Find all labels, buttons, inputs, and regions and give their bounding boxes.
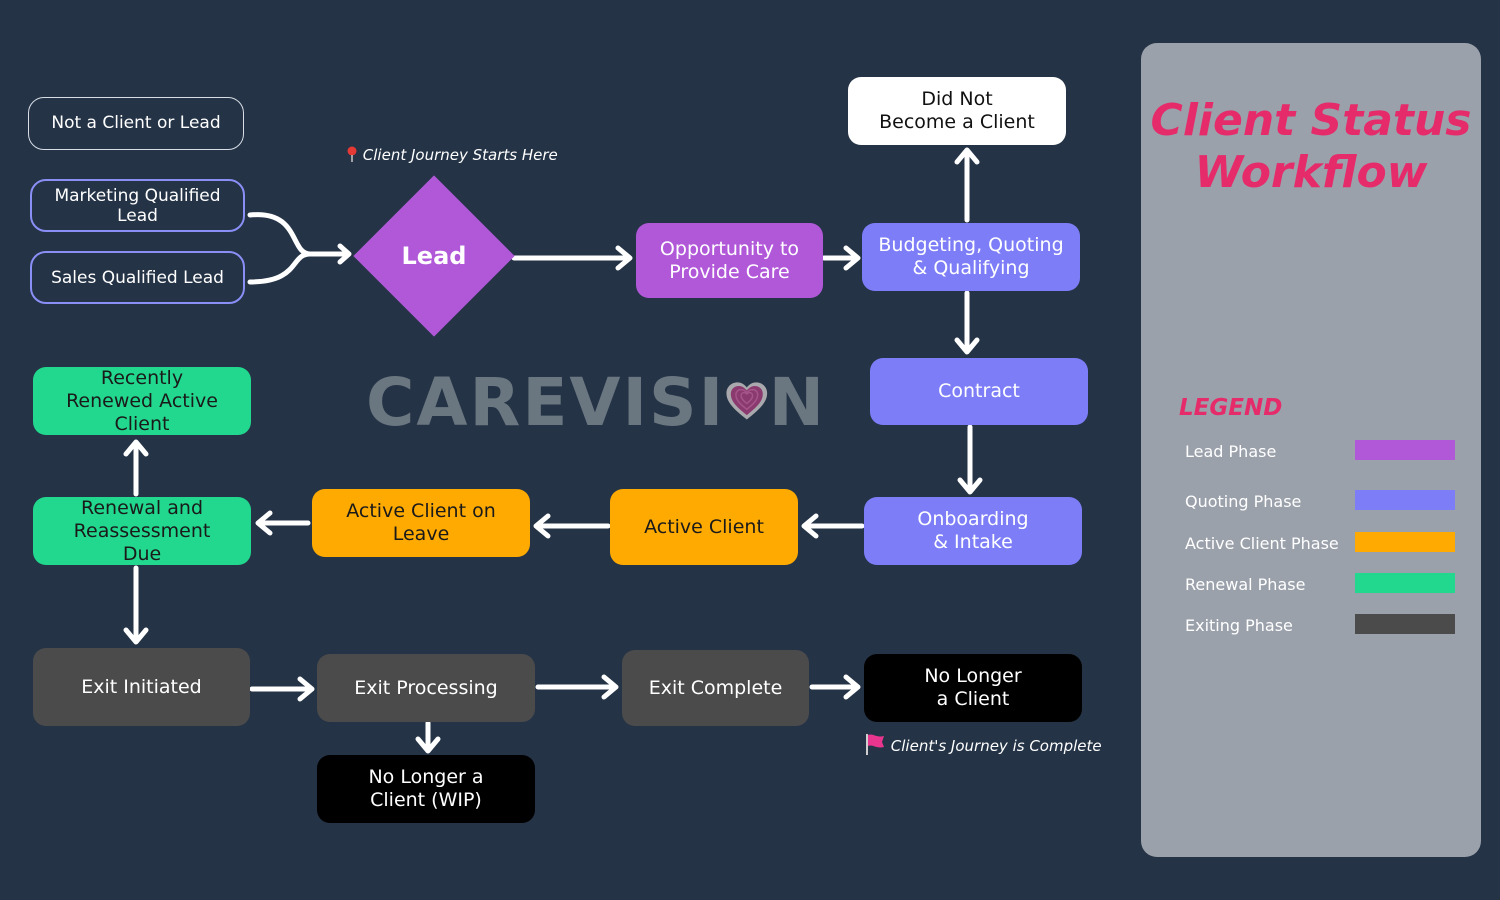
node-renewal-reassessment-due: Renewal and Reassessment Due	[33, 497, 251, 565]
arrow-bracket-merge	[247, 212, 313, 285]
legend-swatch	[1355, 440, 1455, 460]
node-exit-initiated: Exit Initiated	[33, 648, 250, 726]
legend-swatch	[1355, 614, 1455, 634]
start-note: Client Journey Starts Here	[346, 146, 558, 164]
brand-text-after: N	[768, 363, 826, 441]
node-did-not-become-client: Did Not Become a Client	[848, 77, 1066, 145]
end-note: Client's Journey is Complete	[864, 732, 1102, 756]
node-active-client-on-leave: Active Client on Leave	[312, 489, 530, 557]
node-onboarding-intake: Onboarding & Intake	[864, 497, 1082, 565]
legend-swatch	[1355, 490, 1455, 510]
legend-item-exiting: Exiting Phase	[1185, 614, 1455, 636]
node-no-longer-a-client: No Longer a Client	[864, 654, 1082, 722]
brand-watermark: CAREVISI N	[366, 362, 826, 442]
node-exit-complete: Exit Complete	[622, 650, 809, 726]
workflow-title: Client Status Workflow	[1150, 95, 1472, 198]
legend-label: Lead Phase	[1185, 442, 1277, 461]
legend-swatch	[1355, 573, 1455, 593]
node-opportunity: Opportunity to Provide Care	[636, 223, 823, 298]
node-no-longer-a-client-wip: No Longer a Client (WIP)	[317, 755, 535, 823]
legend-label: Active Client Phase	[1185, 534, 1339, 553]
node-contract: Contract	[870, 358, 1088, 425]
legend-label: Exiting Phase	[1185, 616, 1293, 635]
node-marketing-qualified-lead: Marketing Qualified Lead	[30, 179, 245, 232]
legend-panel: Client Status Workflow LEGEND Lead Phase…	[1141, 43, 1481, 857]
legend-item-active: Active Client Phase	[1185, 532, 1455, 554]
heart-icon	[726, 382, 768, 420]
end-note-text: Client's Journey is Complete	[890, 737, 1102, 755]
legend-label: Renewal Phase	[1185, 575, 1306, 594]
node-not-a-client: Not a Client or Lead	[28, 97, 244, 150]
legend-item-quoting: Quoting Phase	[1185, 490, 1455, 512]
legend-swatch	[1355, 532, 1455, 552]
legend-item-lead: Lead Phase	[1185, 440, 1455, 462]
start-note-text: Client Journey Starts Here	[362, 146, 558, 164]
node-exit-processing: Exit Processing	[317, 654, 535, 722]
pin-icon	[347, 146, 357, 162]
node-active-client: Active Client	[610, 489, 798, 565]
node-budgeting-quoting: Budgeting, Quoting & Qualifying	[862, 223, 1080, 291]
legend-item-renewal: Renewal Phase	[1185, 573, 1455, 595]
brand-text-before: CAREVISI	[366, 363, 726, 441]
legend-title: LEGEND	[1179, 395, 1283, 421]
flag-icon	[866, 734, 884, 755]
node-lead-label: Lead	[401, 242, 467, 270]
node-sales-qualified-lead: Sales Qualified Lead	[30, 251, 245, 304]
node-recently-renewed: Recently Renewed Active Client	[33, 367, 251, 435]
legend-label: Quoting Phase	[1185, 492, 1302, 511]
